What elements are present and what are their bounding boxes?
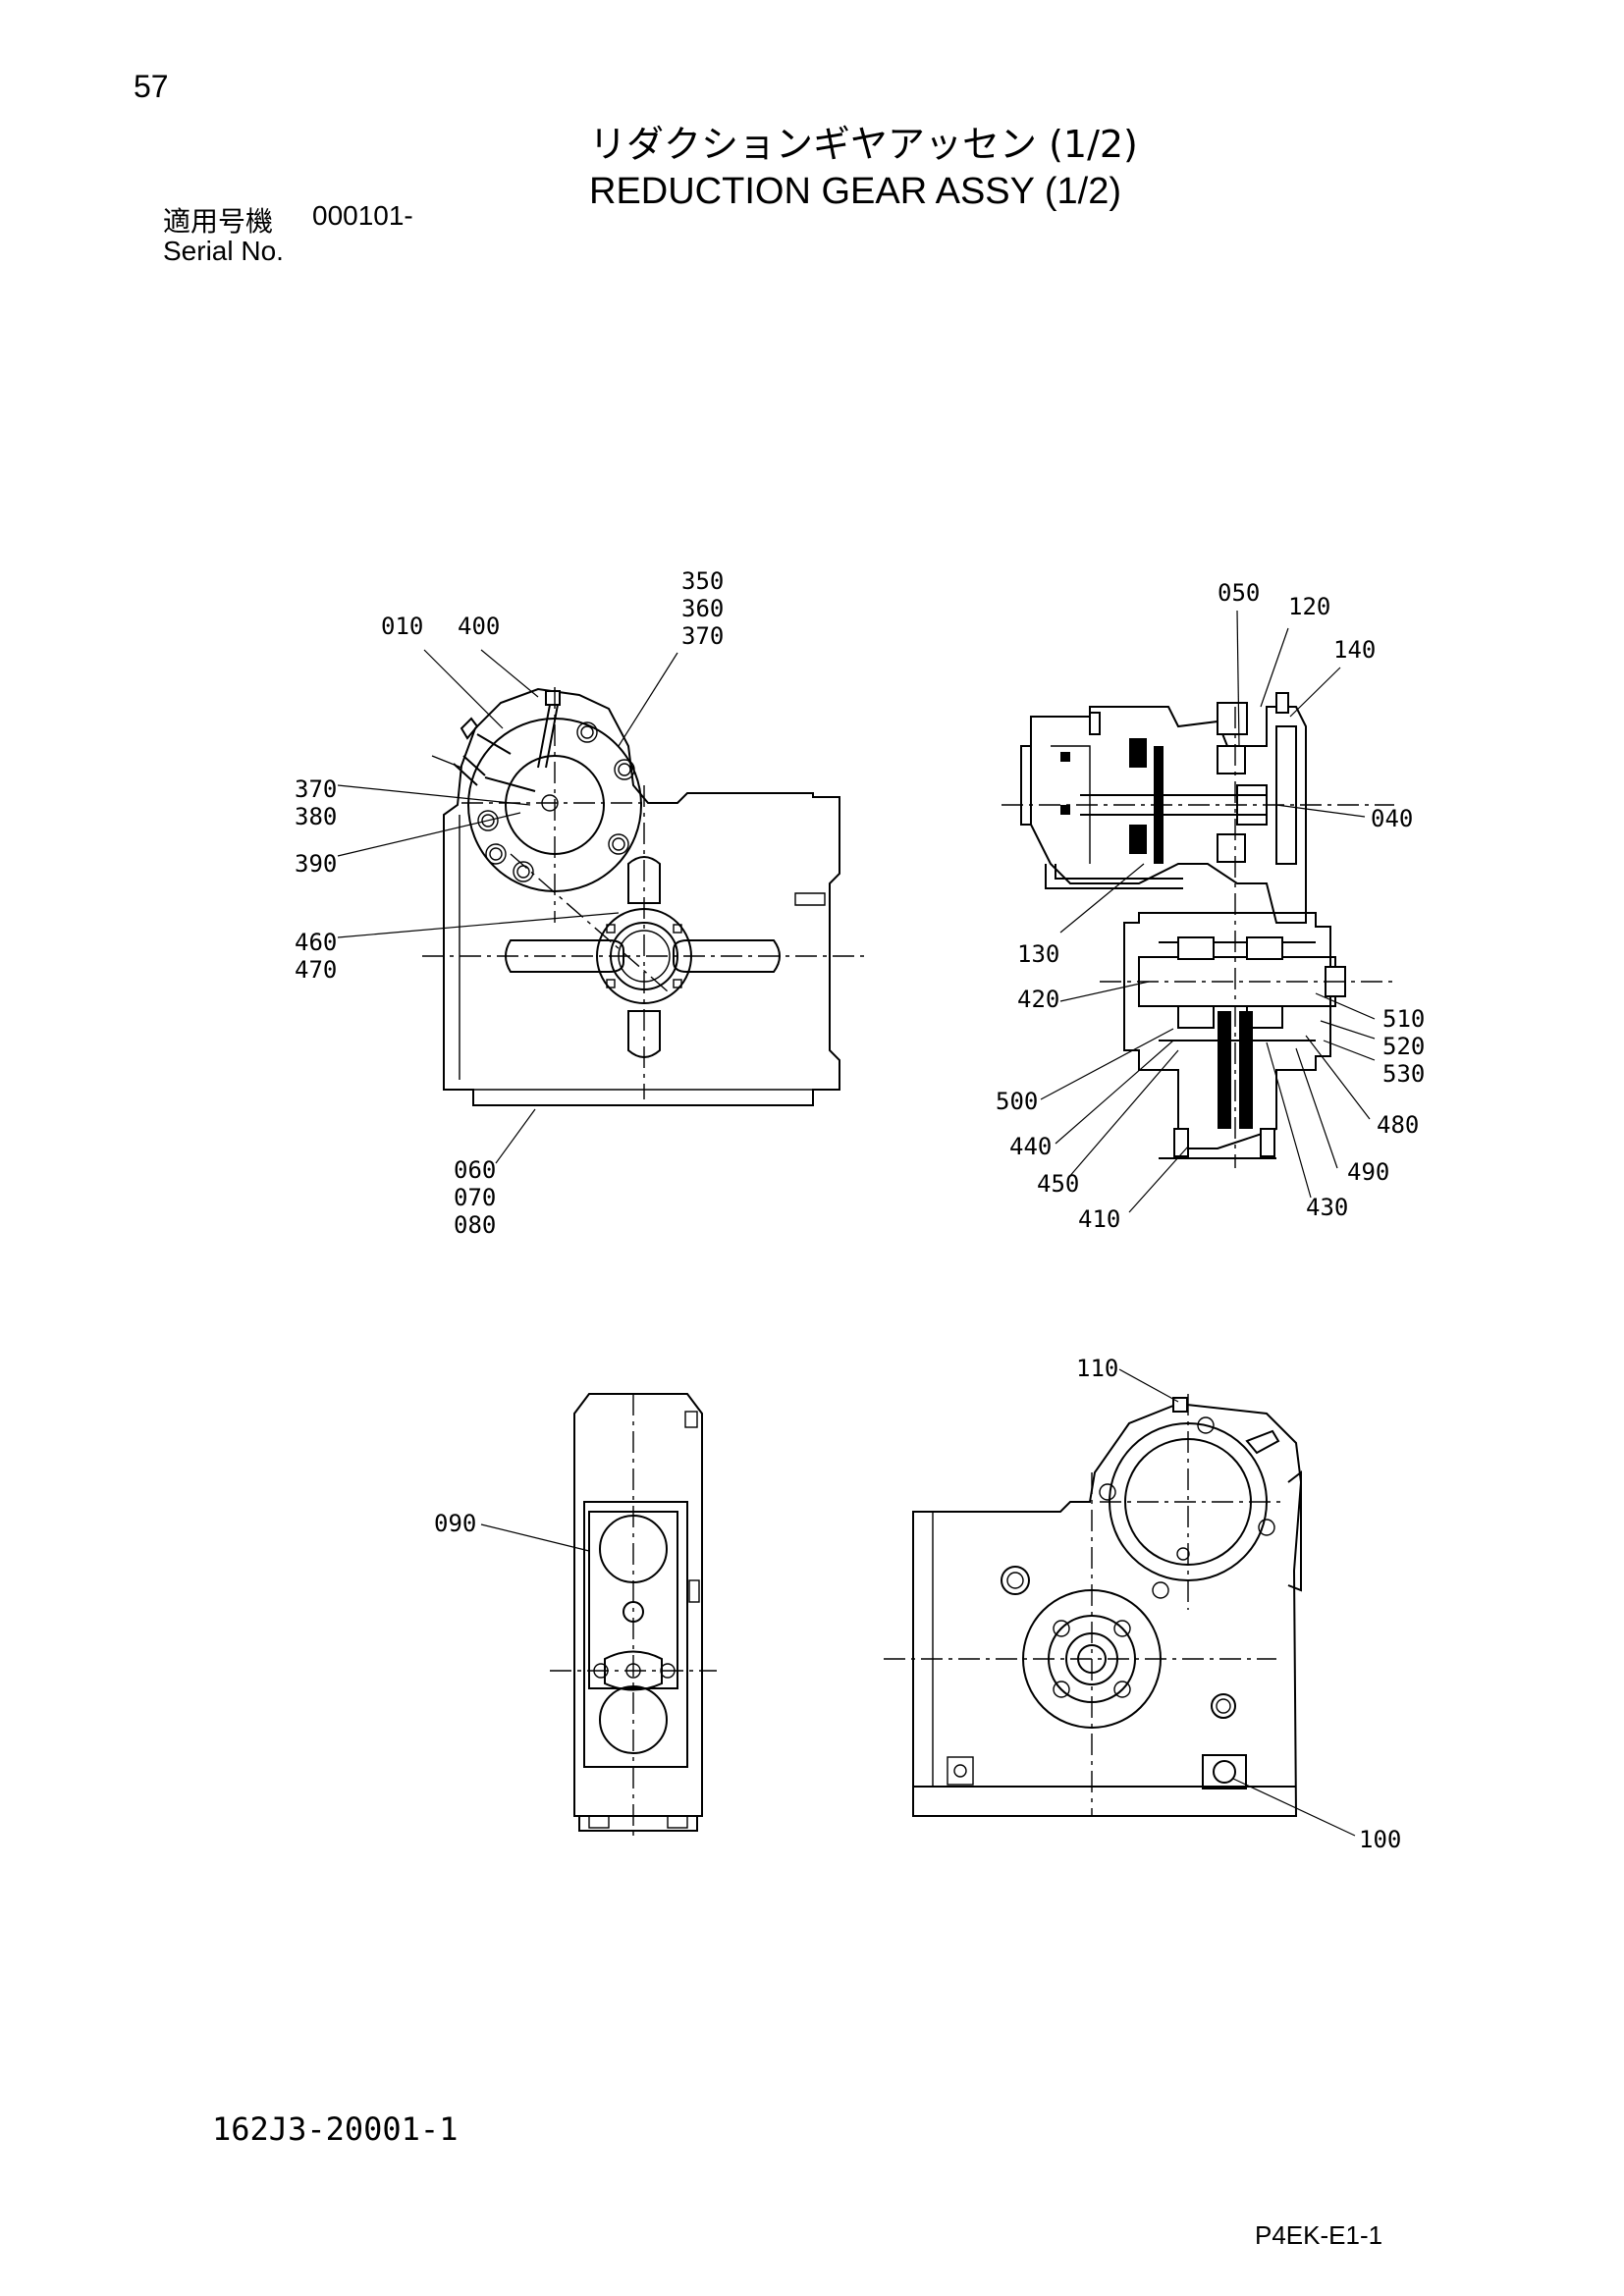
callout-090: 090 [434, 1510, 476, 1537]
leader-lines [337, 610, 1376, 1837]
callout-080: 080 [454, 1211, 496, 1239]
callout-070: 070 [454, 1184, 496, 1211]
callout-530: 530 [1382, 1060, 1425, 1088]
callout-130: 130 [1017, 940, 1059, 968]
serial-label-english: Serial No. [163, 236, 284, 266]
callout-510: 510 [1382, 1005, 1425, 1033]
callout-010: 010 [381, 613, 423, 640]
callout-370: 370 [295, 775, 337, 803]
serial-number-value: 000101- [312, 200, 413, 231]
page-code: P4EK-E1-1 [1255, 2220, 1383, 2250]
callout-370-top: 370 [681, 622, 724, 650]
page-number: 57 [134, 69, 169, 104]
side-view-lower-left [550, 1393, 717, 1841]
callout-480: 480 [1377, 1111, 1419, 1139]
callout-450: 450 [1037, 1170, 1079, 1198]
callout-470: 470 [295, 956, 337, 984]
callout-040: 040 [1371, 805, 1413, 832]
callout-500: 500 [996, 1088, 1038, 1115]
serial-label-japanese: 適用号機 [163, 205, 274, 238]
callout-350: 350 [681, 567, 724, 595]
callout-110: 110 [1076, 1355, 1118, 1382]
drawing-number: 162J3-20001-1 [212, 2110, 459, 2148]
front-view-upper-left [422, 687, 864, 1106]
callout-490: 490 [1347, 1158, 1389, 1186]
callout-360: 360 [681, 595, 724, 622]
callout-520: 520 [1382, 1033, 1425, 1060]
callout-430: 430 [1306, 1194, 1348, 1221]
rear-view-lower-right [884, 1394, 1303, 1817]
callout-380: 380 [295, 803, 337, 830]
callout-440: 440 [1009, 1133, 1052, 1160]
title-japanese: リダクションギヤアッセン (1/2) [589, 123, 1138, 166]
callout-410: 410 [1078, 1205, 1120, 1233]
callout-140: 140 [1333, 636, 1376, 664]
callout-390: 390 [295, 850, 337, 878]
callout-420: 420 [1017, 986, 1059, 1013]
callout-050: 050 [1218, 579, 1260, 607]
title-english: REDUCTION GEAR ASSY (1/2) [589, 171, 1121, 212]
callout-100: 100 [1359, 1826, 1401, 1853]
callout-labels: 010 400 350 360 370 370 380 390 460 470 … [295, 567, 1425, 1853]
callout-120: 120 [1288, 593, 1330, 620]
callout-400: 400 [458, 613, 500, 640]
callout-460: 460 [295, 929, 337, 956]
callout-060: 060 [454, 1156, 496, 1184]
sectional-view-upper-right [1001, 692, 1394, 1168]
